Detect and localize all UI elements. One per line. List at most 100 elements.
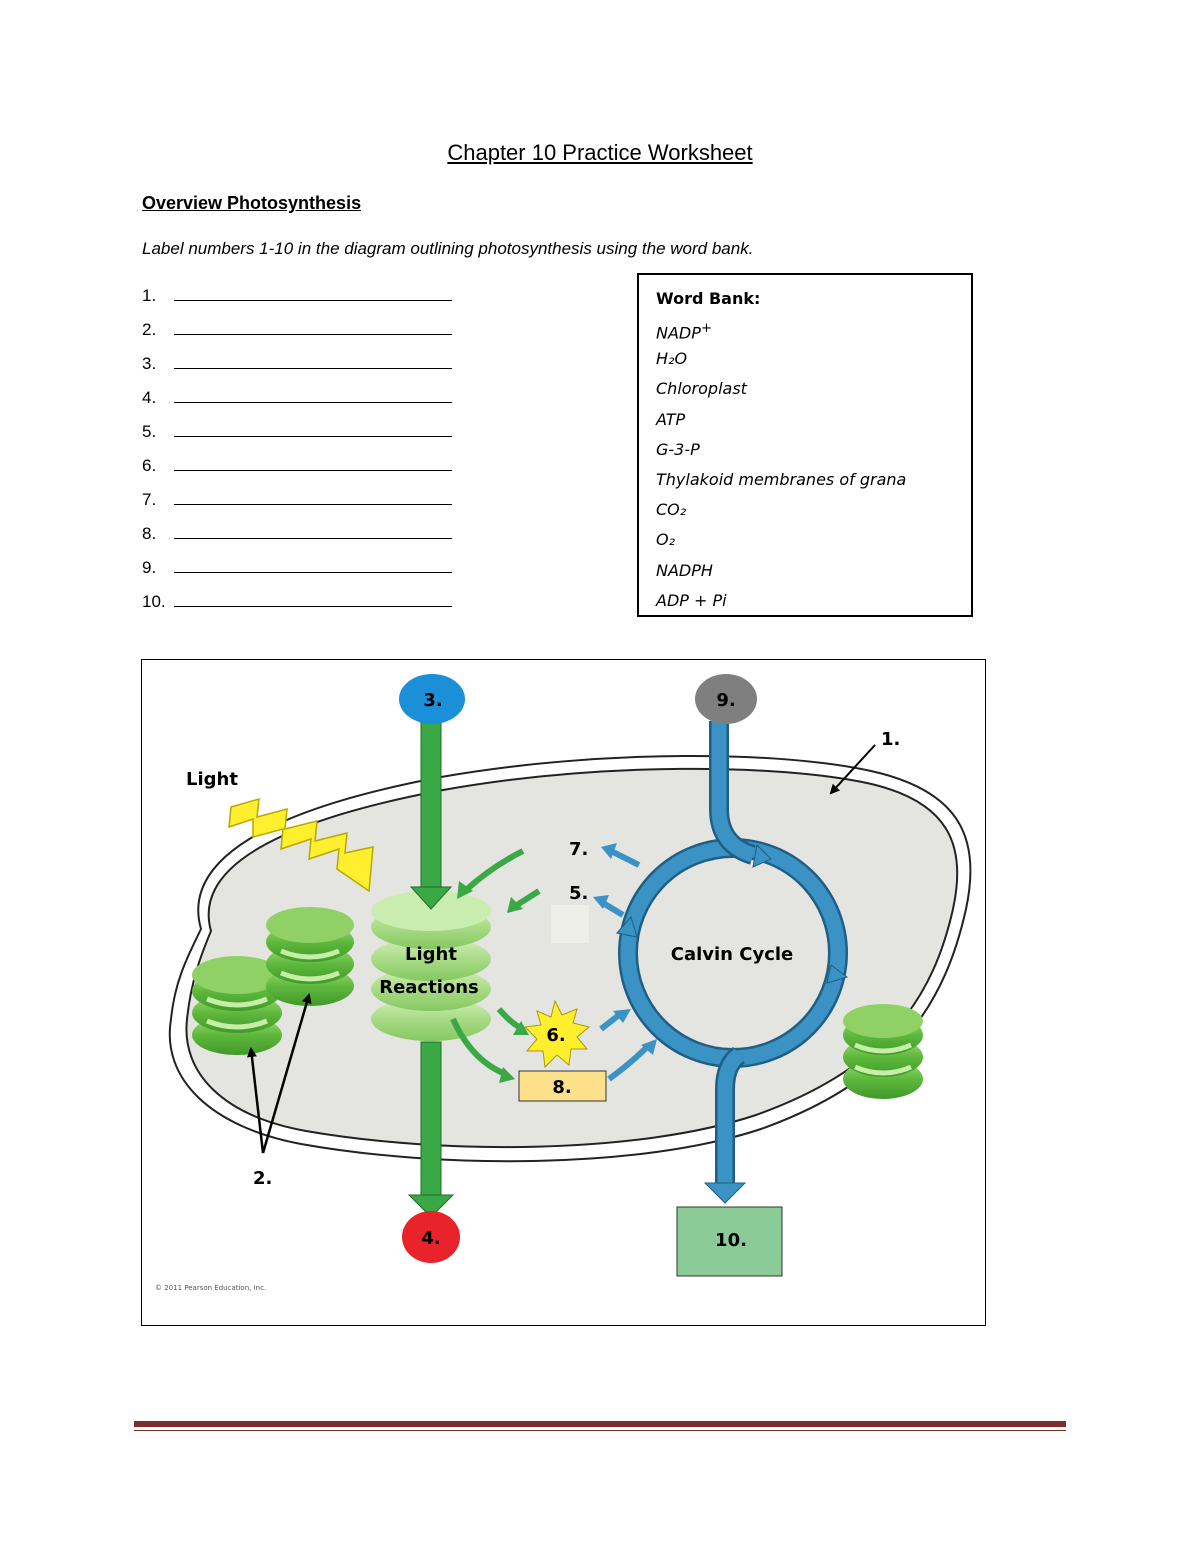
blue-input-from-9-fill — [711, 721, 756, 863]
label-8-box — [518, 1070, 607, 1102]
green-arrowhead-bottom — [407, 1194, 455, 1218]
answer-row: 2. — [142, 320, 452, 350]
label-5: 5. — [569, 883, 588, 904]
answer-number: 4. — [142, 388, 157, 407]
pointer-arrow-2b — [261, 993, 312, 1154]
label-8: 8. — [552, 1077, 571, 1098]
blue-arrow-from-6 — [599, 1012, 621, 1032]
answer-row: 6. — [142, 456, 452, 486]
blue-arrow-to-5 — [601, 900, 625, 918]
green-arrow-to-6 — [496, 1007, 521, 1030]
answer-row: 1. — [142, 286, 452, 316]
pointer-arrow-1 — [829, 744, 876, 795]
answer-blank[interactable] — [174, 320, 452, 335]
section-title: Overview Photosynthesis — [142, 193, 362, 213]
answer-number: 1. — [142, 286, 157, 305]
word-bank-item: NADP+ — [656, 321, 713, 343]
answer-number: 6. — [142, 456, 157, 475]
word-bank-item: ADP + Pi — [656, 590, 727, 610]
green-arrow-from-7 — [462, 848, 525, 894]
answer-number: 5. — [142, 422, 157, 441]
blank-box — [551, 905, 589, 943]
label-9: 9. — [716, 690, 735, 711]
label-7: 7. — [569, 839, 588, 860]
word-bank-item: O₂ — [656, 530, 676, 550]
label-10: 10. — [715, 1230, 747, 1251]
superscript-plus: + — [700, 321, 713, 336]
word-bank-item: G-3-P — [656, 439, 700, 459]
blue-output-to-10-fill — [717, 1048, 744, 1183]
word-bank-item: Thylakoid membranes of grana — [656, 469, 907, 489]
answer-blank[interactable] — [174, 422, 452, 437]
label-1: 1. — [881, 729, 900, 750]
label-4-oval — [402, 1211, 460, 1263]
blue-arrowhead-from-6 — [613, 1009, 631, 1023]
answer-blank[interactable] — [174, 388, 452, 403]
green-arrow-to-8 — [450, 1017, 505, 1076]
calvin-cycle-label: Calvin Cycle — [671, 944, 794, 965]
answer-row: 4. — [142, 388, 452, 418]
answer-row: 5. — [142, 422, 452, 452]
label-4: 4. — [421, 1228, 440, 1249]
answer-number: 3. — [142, 354, 157, 373]
answer-row: 7. — [142, 490, 452, 520]
starburst-6-icon — [523, 999, 591, 1069]
footer-rule-thick — [134, 1421, 1066, 1427]
label-6: 6. — [546, 1025, 565, 1046]
light-label: Light — [186, 769, 238, 790]
green-arrowhead-top — [409, 886, 453, 910]
label-10-box — [676, 1206, 783, 1277]
word-bank-item: CO₂ — [656, 500, 687, 520]
calvin-arrowhead-right — [826, 964, 849, 984]
answer-row: 10. — [142, 592, 452, 622]
answer-blank[interactable] — [174, 524, 452, 539]
instructions: Label numbers 1-10 in the diagram outlin… — [142, 239, 754, 258]
light-reactions-label-line1: Light — [405, 944, 457, 965]
blue-arrow-from-8 — [607, 1044, 650, 1082]
green-arrowhead-to-8 — [499, 1067, 515, 1083]
answer-number: 8. — [142, 524, 157, 543]
word-bank-item: Chloroplast — [656, 379, 747, 399]
blue-arrowhead-to-10 — [703, 1182, 747, 1204]
answer-blank[interactable] — [174, 558, 452, 573]
green-arrow-shaft-bottom — [420, 1041, 442, 1198]
blue-arrowhead-to-7 — [601, 843, 617, 859]
answer-blank[interactable] — [174, 286, 452, 301]
light-reactions-label-line2: Reactions — [379, 977, 479, 998]
granum-right-icon — [843, 1004, 923, 1099]
answer-blank[interactable] — [174, 456, 452, 471]
answer-number: 10. — [142, 592, 166, 611]
green-arrow-shaft-top — [420, 718, 442, 890]
answer-blank[interactable] — [174, 592, 452, 607]
pointer-arrow-2a — [246, 1047, 265, 1154]
green-arrowhead-to-6 — [513, 1021, 529, 1035]
word-bank-item: NADPH — [656, 560, 713, 580]
granum-left-icon — [192, 956, 282, 1055]
answer-blank[interactable] — [174, 354, 452, 369]
green-arrowhead-from-5 — [507, 897, 523, 913]
photosynthesis-diagram: Light Light Reactions Calvin Cycle 1. 2.… — [155, 674, 972, 1292]
label-3: 3. — [423, 690, 442, 711]
word-bank-item: H₂O — [656, 349, 688, 369]
answer-row: 3. — [142, 354, 452, 384]
label-3-oval — [399, 674, 465, 724]
answer-number: 9. — [142, 558, 157, 577]
green-arrowhead-from-7 — [457, 881, 473, 899]
label-2: 2. — [253, 1168, 272, 1189]
word-bank-heading: Word Bank: — [656, 289, 761, 308]
word-bank-item: ATP — [656, 409, 686, 429]
calvin-arrowhead-left — [616, 915, 638, 938]
light-bolt-icon — [228, 797, 374, 893]
answer-blank[interactable] — [174, 490, 452, 505]
calvin-arrowhead-top — [752, 843, 772, 868]
footer-rule-thin — [134, 1430, 1066, 1431]
answer-row: 9. — [142, 558, 452, 588]
copyright-notice: © 2011 Pearson Education, Inc. — [155, 1284, 266, 1292]
granum-middle-icon — [266, 907, 354, 1006]
diagram-frame — [141, 659, 986, 1326]
answer-number: 7. — [142, 490, 157, 509]
answer-number: 2. — [142, 320, 157, 339]
blue-arrowhead-to-5 — [593, 895, 609, 909]
page-title: Chapter 10 Practice Worksheet — [447, 140, 753, 165]
blue-arrowhead-from-8 — [641, 1039, 657, 1055]
